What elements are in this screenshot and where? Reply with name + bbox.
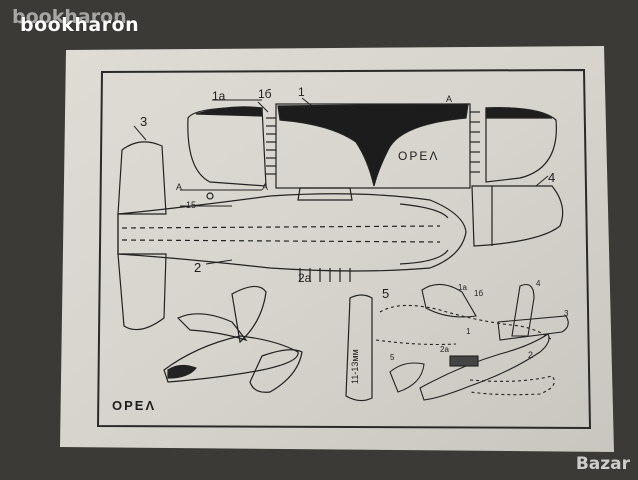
asm-label-3: 3 <box>564 309 569 318</box>
fin-piece-4 <box>471 185 564 247</box>
label-a-right: A <box>262 182 268 192</box>
label-4: 4 <box>548 170 555 185</box>
asm-label-4: 4 <box>536 279 541 288</box>
label-1b: 1б <box>258 87 272 101</box>
wing-text: OPEΛ <box>398 149 439 163</box>
label-a-top: A <box>446 94 452 104</box>
label-15: 15 <box>186 200 196 210</box>
label-1a: 1a <box>212 89 226 103</box>
label-2a: 2a <box>298 271 312 285</box>
plane-sketch-left <box>163 285 303 393</box>
asm-label-2a: 2a <box>440 345 449 354</box>
wing-top-assembly <box>187 103 557 189</box>
sheet-title: OPEΛ <box>112 398 156 413</box>
center-wing-dark-pattern <box>277 103 469 187</box>
paper-sheet <box>60 46 614 452</box>
center-wing-right-ribs <box>470 111 480 173</box>
left-wing-dark-edge <box>195 106 263 117</box>
watermark: bookharon <box>20 14 140 36</box>
right-wing-dark-edge <box>485 107 553 119</box>
asm-label-5: 5 <box>390 353 395 362</box>
assembly-drawing <box>375 283 569 401</box>
fuselage-piece-2 <box>117 187 467 282</box>
center-wing-piece <box>275 103 471 189</box>
corner-logo: Bazar <box>575 454 630 474</box>
label-piece5-size: 11-13мм <box>350 349 360 384</box>
label-3: 3 <box>140 114 147 129</box>
asm-label-1b: 1б <box>474 289 483 298</box>
label-1: 1 <box>298 85 305 99</box>
asm-label-1: 1 <box>466 327 471 336</box>
piece-5 <box>345 294 373 402</box>
sheet-frame <box>96 68 592 430</box>
label-5: 5 <box>382 286 389 301</box>
left-wing-ribs <box>266 117 276 175</box>
fuselage-ribs <box>299 268 351 282</box>
label-a-left: A <box>176 182 182 192</box>
asm-label-2: 2 <box>528 350 533 360</box>
left-wing-piece <box>187 107 267 187</box>
watermark-ghost: bookharon <box>12 6 127 28</box>
asm-label-1a: 1a <box>458 283 467 292</box>
dimension-marks <box>133 97 549 265</box>
label-2: 2 <box>194 260 201 275</box>
